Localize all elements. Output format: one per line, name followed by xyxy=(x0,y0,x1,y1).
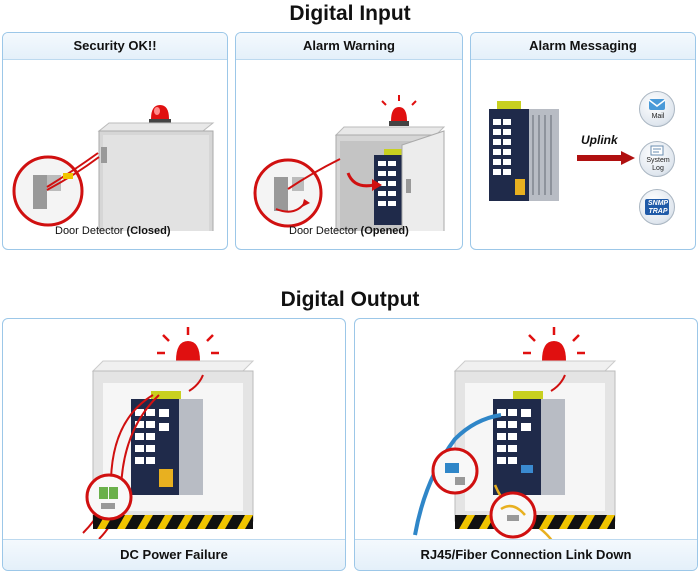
uplink-arrow-icon xyxy=(577,151,635,165)
industrial-switch-icon xyxy=(131,391,203,495)
opened-cabinet-illustration xyxy=(253,95,446,231)
fiber-connector-zoom xyxy=(489,491,537,539)
link-down-panel: RJ45/Fiber Connection Link Down xyxy=(354,318,698,571)
digital-output-title: Digital Output xyxy=(280,288,420,311)
power-failure-cabinet-illustration xyxy=(82,327,255,540)
digital-input-title: Digital Input xyxy=(289,2,411,25)
alarm-beacon-icon xyxy=(149,105,171,125)
door-detector-zoom xyxy=(12,152,100,227)
door-detector-zoom xyxy=(253,158,341,228)
link-down-cabinet-illustration xyxy=(413,327,617,541)
industrial-switch-icon xyxy=(493,391,565,495)
industrial-switch-icon xyxy=(374,149,404,225)
door-detector-opened-caption: Door Detector (Opened) xyxy=(289,225,409,237)
dc-power-failure-label: DC Power Failure xyxy=(3,539,345,570)
alarm-messaging-title: Alarm Messaging xyxy=(471,33,695,60)
alarm-warning-title: Alarm Warning xyxy=(236,33,462,60)
alarm-beacon-icon xyxy=(381,95,417,126)
link-down-label: RJ45/Fiber Connection Link Down xyxy=(355,539,697,570)
alarm-warning-panel: Alarm Warning xyxy=(235,32,463,250)
closed-cabinet-illustration xyxy=(12,105,215,231)
hazard-stripe-base xyxy=(93,515,253,529)
door-detector-closed-caption: Door Detector (Closed) xyxy=(55,225,171,237)
snmp-trap-icon: SNMP TRAP xyxy=(639,189,675,225)
security-ok-title: Security OK!! xyxy=(3,33,227,60)
uplink-label: Uplink xyxy=(581,133,618,147)
mail-icon: Mail xyxy=(639,91,675,127)
power-connector-zoom xyxy=(85,473,133,521)
system-log-icon: System Log xyxy=(639,141,675,177)
dc-power-failure-panel: DC Power Failure xyxy=(2,318,346,571)
rj45-connector-zoom xyxy=(431,447,479,495)
alarm-messaging-panel: Alarm Messaging Uplink Mail System xyxy=(470,32,696,250)
switch-illustration xyxy=(489,101,559,201)
security-ok-panel: Security OK!! Door Detector (Closed) xyxy=(2,32,228,250)
